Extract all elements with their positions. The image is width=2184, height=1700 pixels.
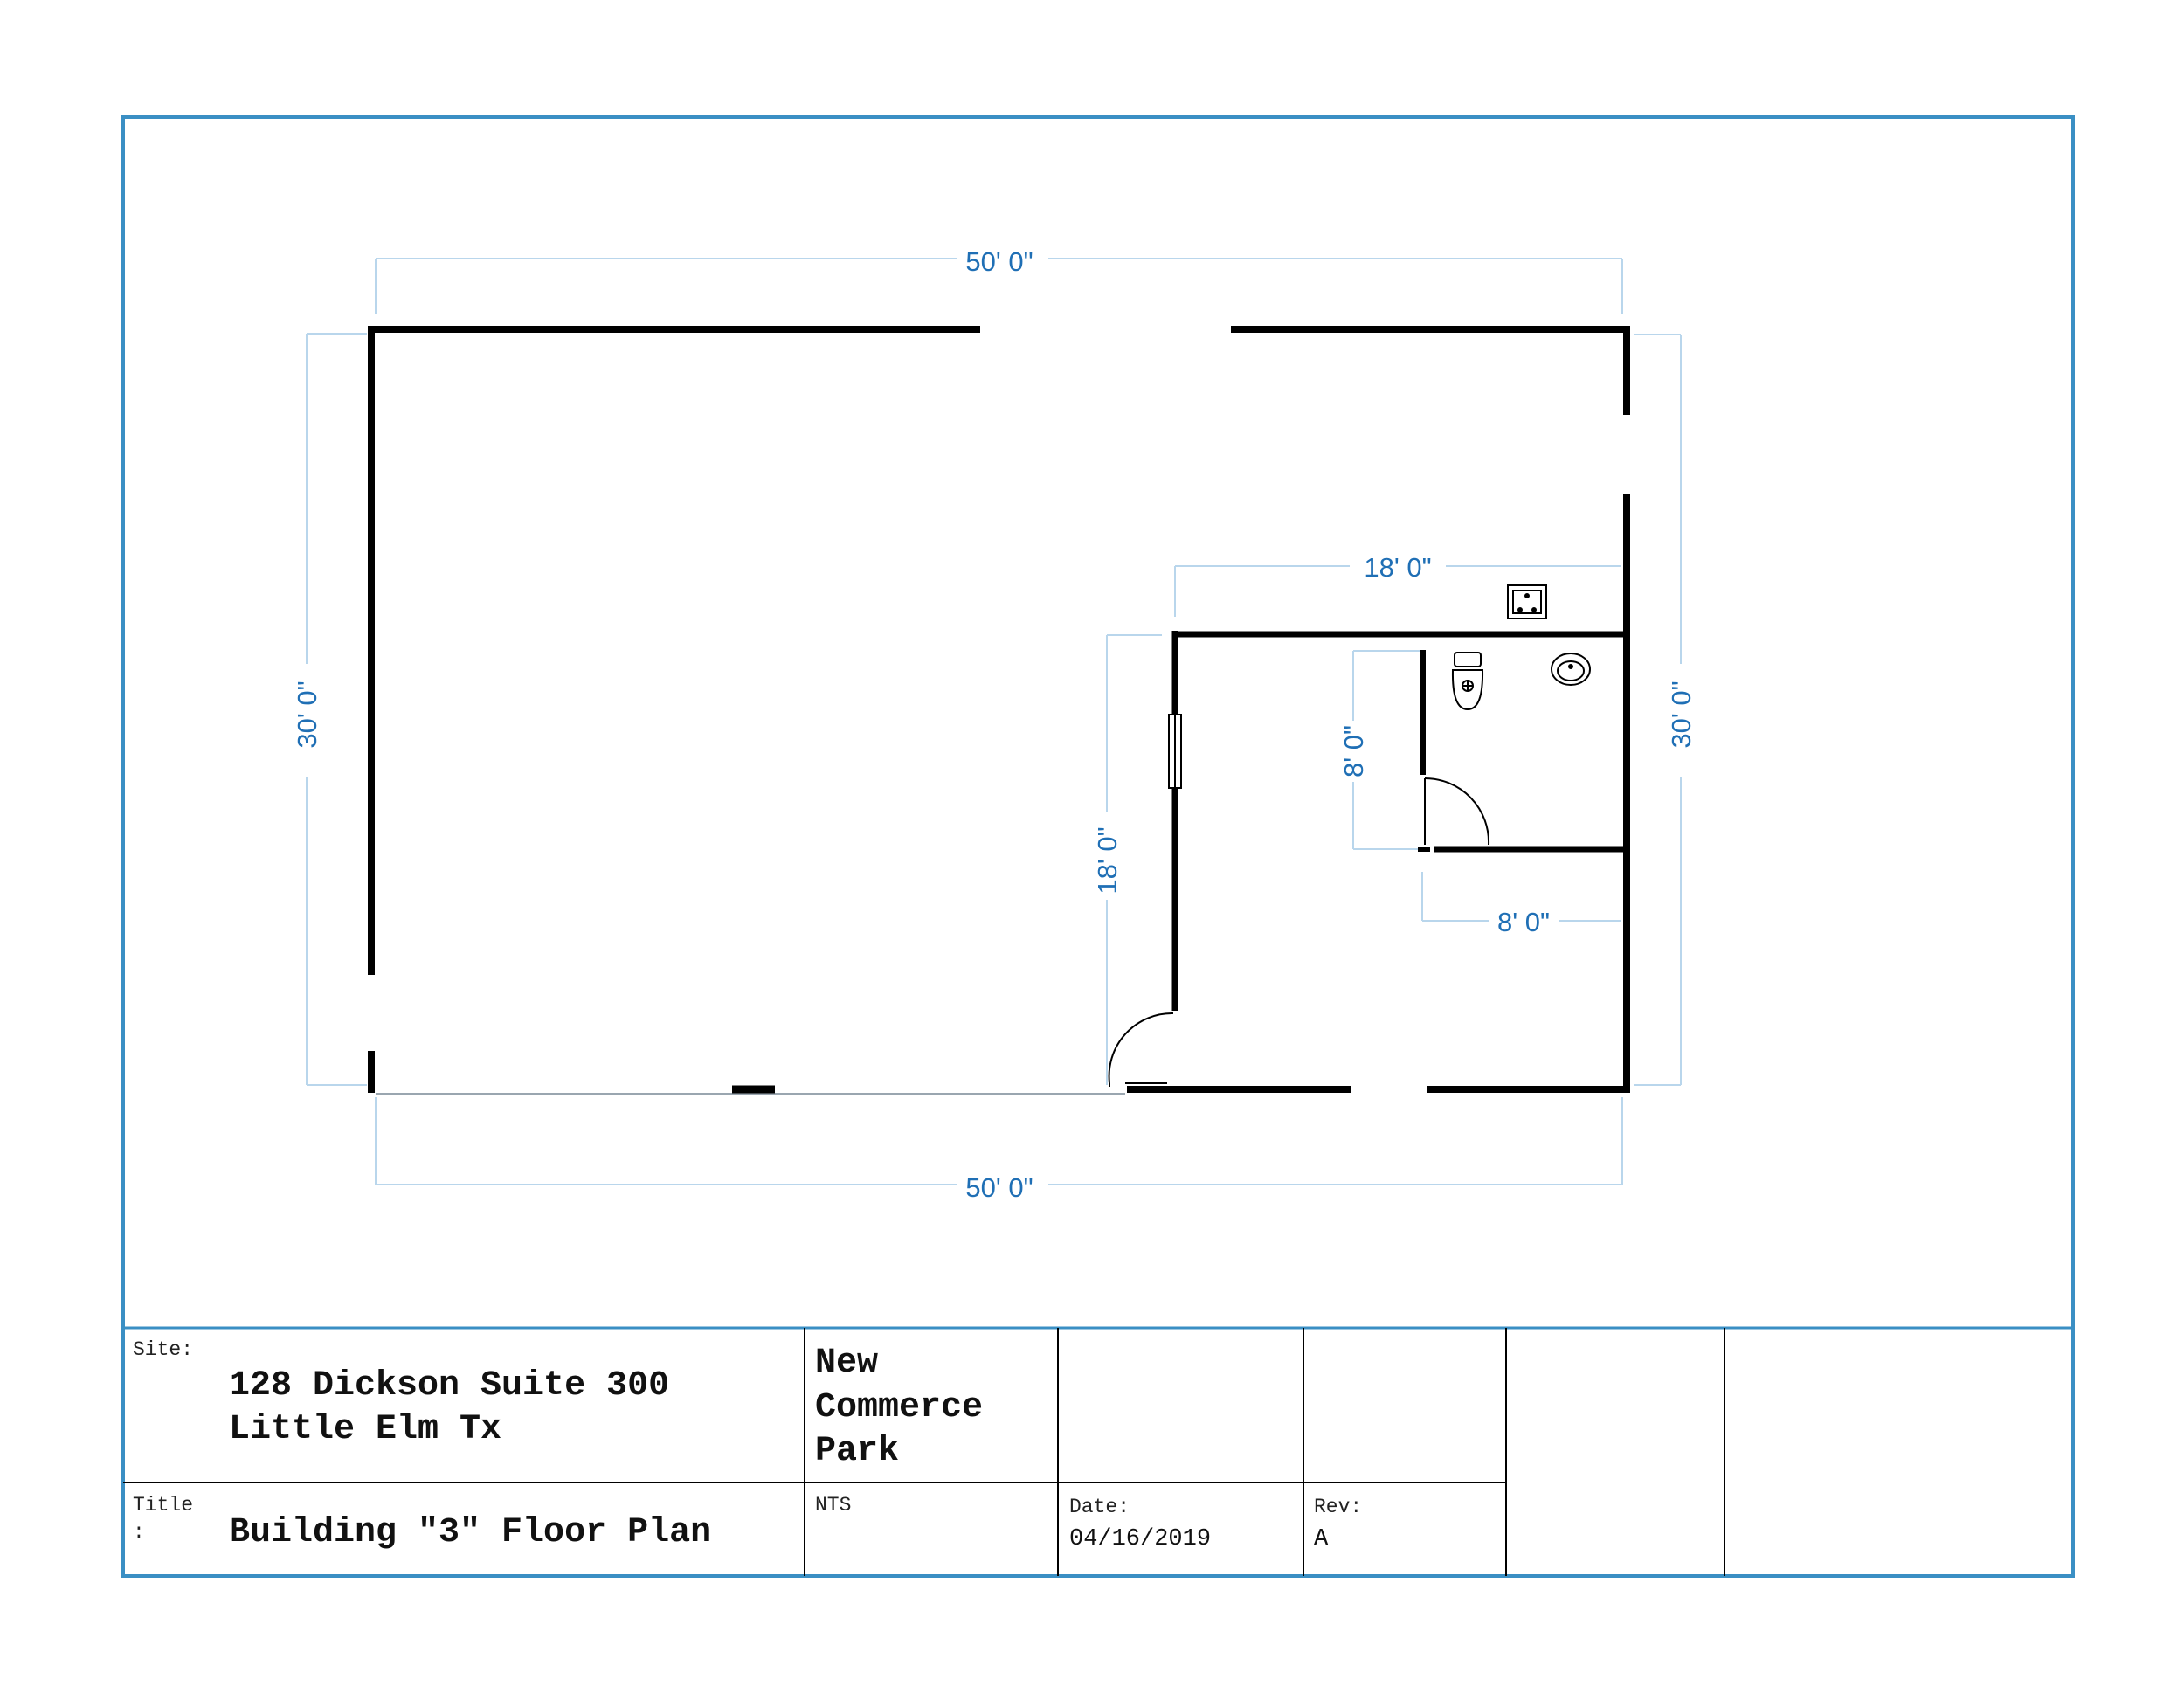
date-value: 04/16/2019 <box>1069 1526 1211 1552</box>
wall-sink-icon <box>1507 584 1547 619</box>
toilet-icon <box>1451 652 1484 711</box>
walls <box>368 326 1630 1094</box>
dim-right-depth: 30' 0" <box>1666 681 1697 748</box>
project-name-line3: Park <box>815 1432 899 1471</box>
project-name-line2: Commerce <box>815 1388 983 1427</box>
drawing-title: Building "3" Floor Plan <box>229 1513 711 1552</box>
dim-restroom-depth: 8' 0" <box>1338 725 1369 777</box>
title-label-colon: : <box>133 1521 145 1544</box>
project-name-line1: New <box>815 1344 878 1383</box>
office-window <box>1168 714 1182 789</box>
title-label: Title <box>133 1494 193 1517</box>
sink-icon <box>1551 653 1591 686</box>
dim-left-depth: 30' 0" <box>292 681 322 748</box>
restroom-door-swing <box>1424 777 1490 846</box>
site-label: Site: <box>133 1338 193 1361</box>
rev-value: A <box>1314 1526 1329 1552</box>
dim-restroom-width: 8' 0" <box>1497 907 1550 937</box>
date-label: Date: <box>1069 1496 1130 1518</box>
dim-bottom-width: 50' 0" <box>965 1172 1033 1203</box>
doors <box>1108 777 1490 1087</box>
dim-office-width: 18' 0" <box>1364 552 1431 583</box>
office-door-swing <box>1108 1012 1174 1084</box>
sheet-border <box>121 115 2075 1578</box>
site-address-line1: 128 Dickson Suite 300 <box>229 1366 669 1406</box>
rev-label: Rev: <box>1314 1496 1362 1518</box>
dim-top-width: 50' 0" <box>965 246 1033 277</box>
scale-value: NTS <box>815 1494 851 1517</box>
title-block-grid <box>123 1328 1725 1576</box>
dim-office-depth: 18' 0" <box>1092 826 1123 894</box>
dimension-lines <box>306 258 1682 1185</box>
site-address-line2: Little Elm Tx <box>229 1410 501 1449</box>
